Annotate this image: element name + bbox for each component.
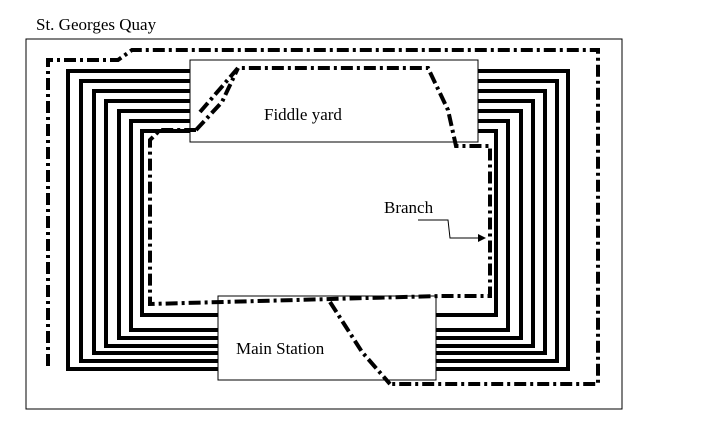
branch-label: Branch xyxy=(384,198,434,217)
branch-arrowhead xyxy=(478,234,486,242)
track-loop-7 xyxy=(140,129,498,317)
fiddle-yard-connection xyxy=(194,67,240,132)
quay-line xyxy=(46,48,600,386)
baseboard-outline xyxy=(25,38,623,410)
branch-pointer xyxy=(418,219,482,239)
title-label: St. Georges Quay xyxy=(36,15,157,34)
main-station-box xyxy=(217,295,437,381)
branch-line xyxy=(148,66,492,307)
fiddle-yard-label: Fiddle yard xyxy=(264,105,342,124)
main-station-label: Main Station xyxy=(236,339,325,358)
main-station-connection xyxy=(328,300,392,386)
